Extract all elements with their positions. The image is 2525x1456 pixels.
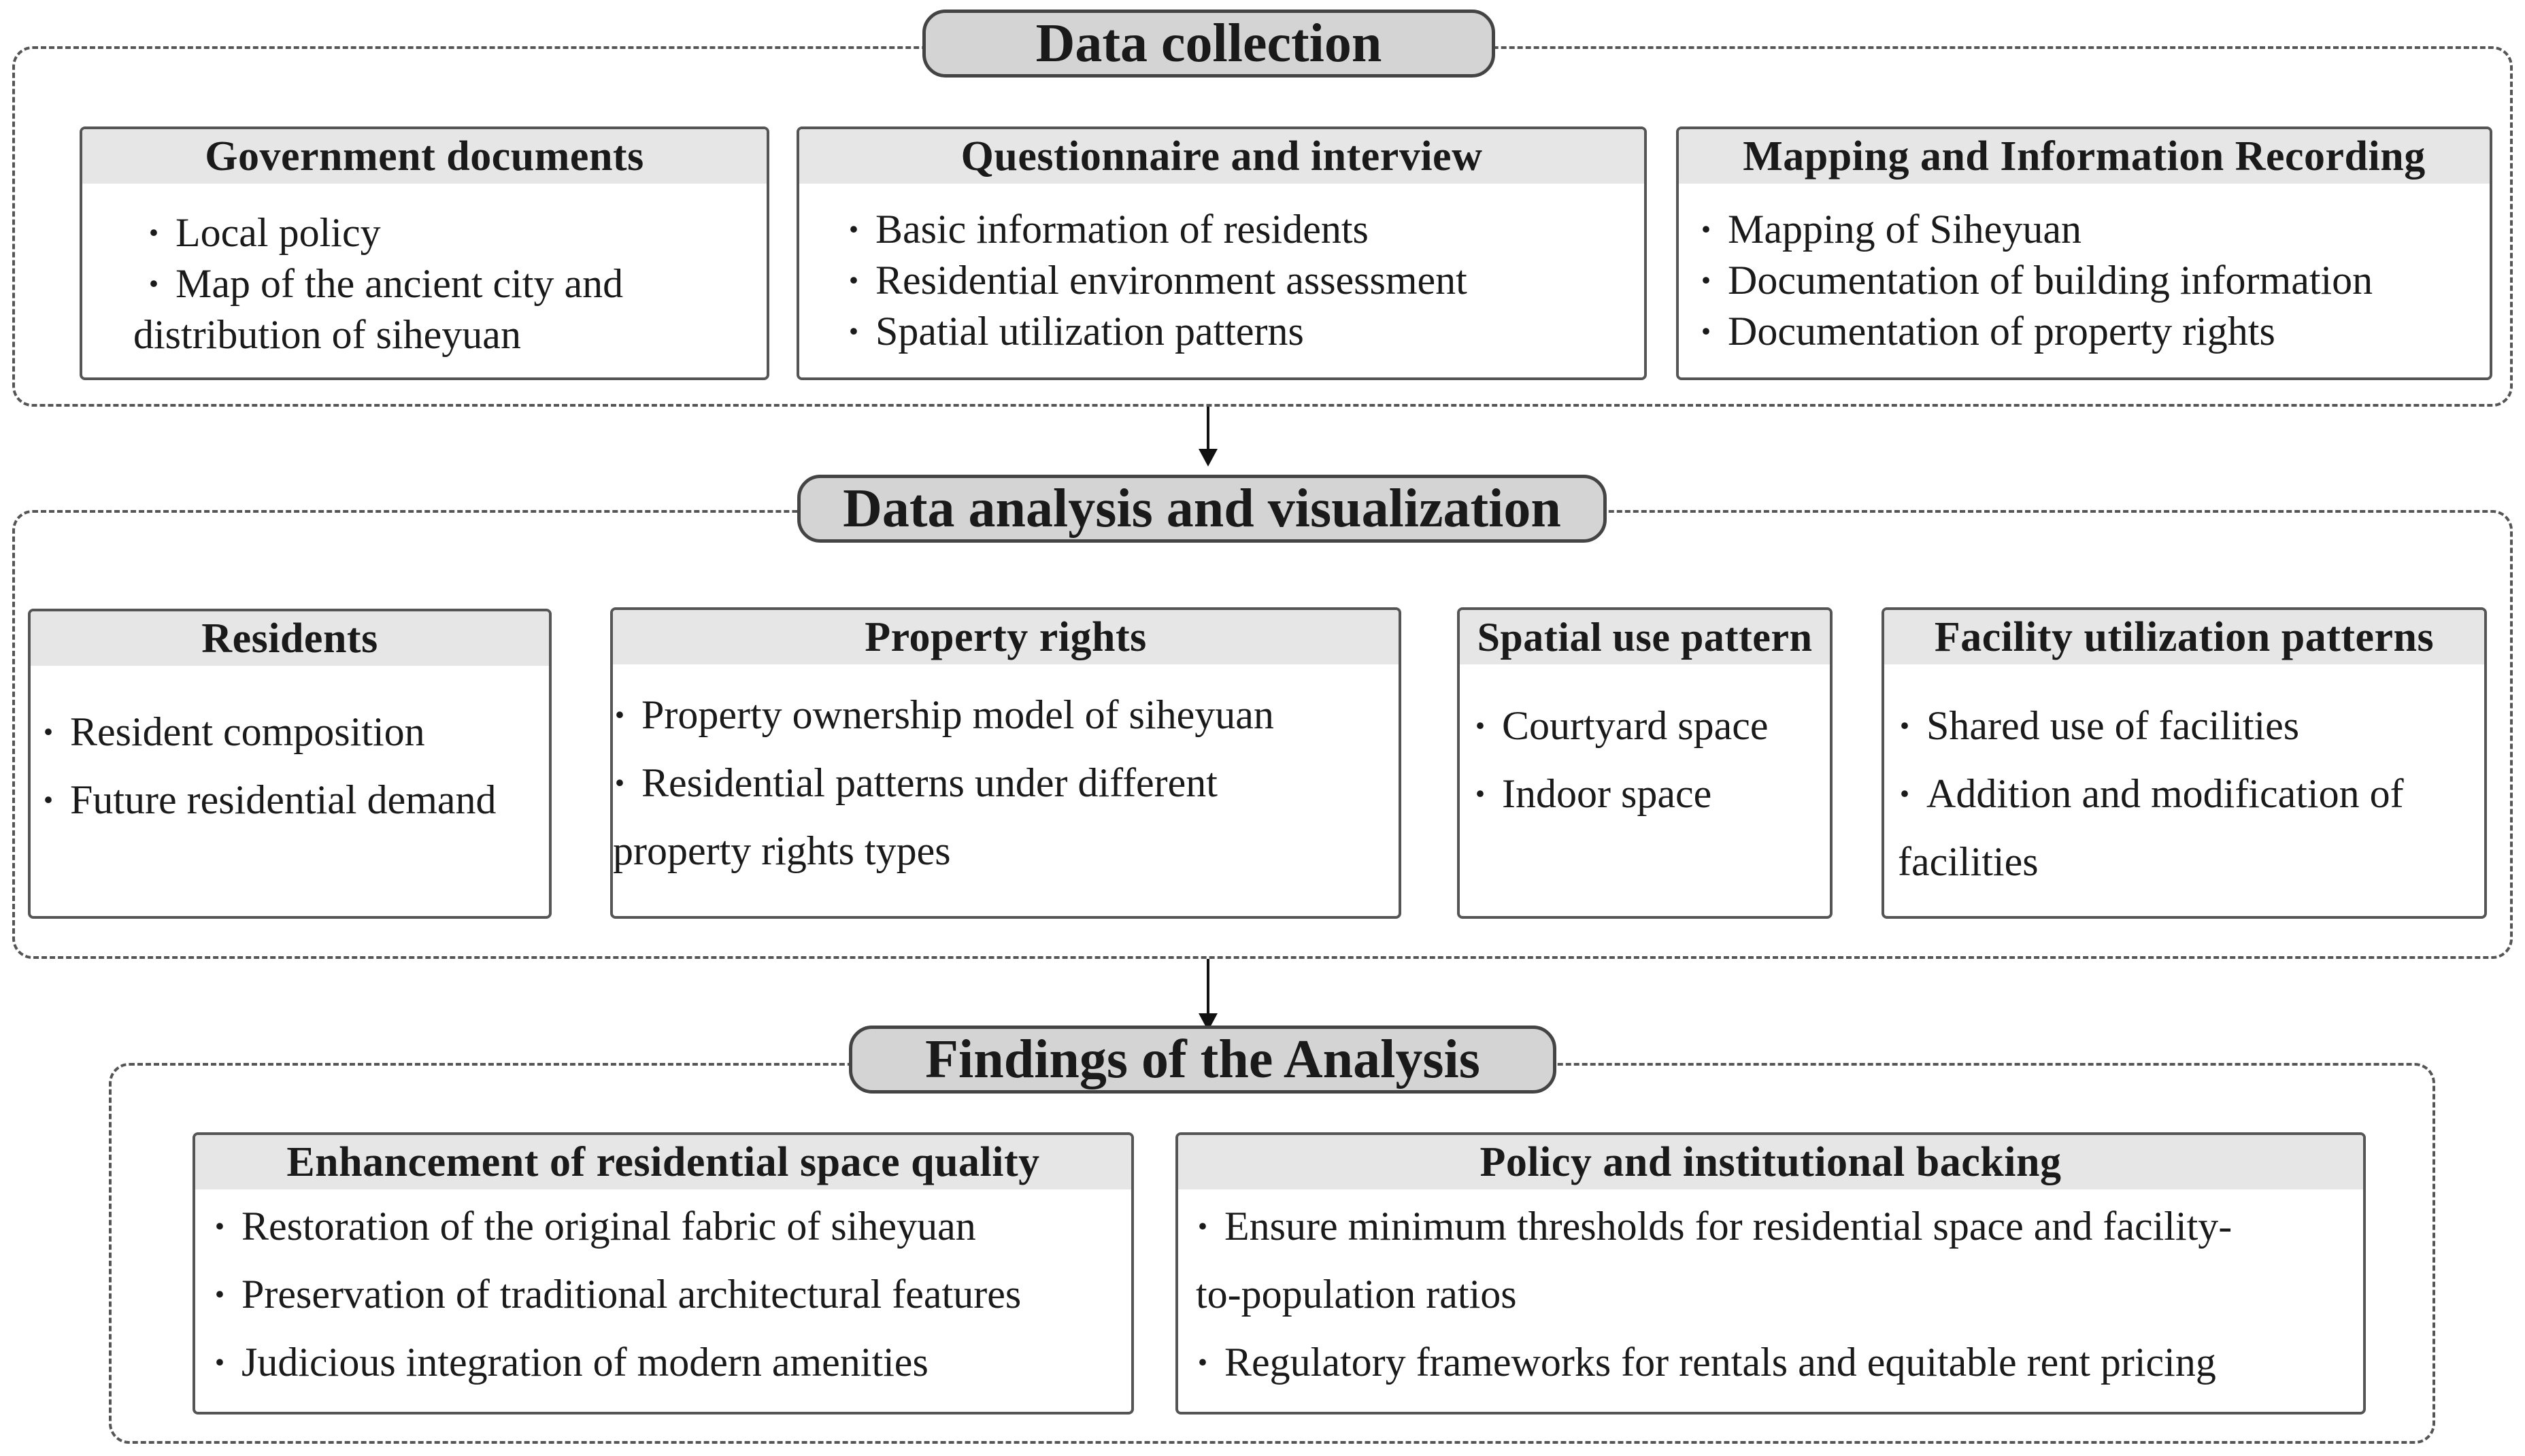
bullet-icon: · [1699, 207, 1713, 252]
list-item: ·Mapping of Siheyuan [1699, 207, 2081, 252]
list-item: ·Ensure minimum thresholds for residenti… [1196, 1204, 2233, 1317]
card-mapping-recording: Mapping and Information Recording ·Mappi… [1676, 126, 2492, 380]
card-heading: Enhancement of residential space quality [195, 1135, 1131, 1189]
bullet-icon: · [1898, 703, 1912, 748]
bullet-icon: · [1196, 1340, 1210, 1385]
bullet-icon: · [1473, 703, 1488, 748]
arrowhead-icon [1199, 449, 1218, 467]
bullet-icon: · [1699, 258, 1713, 303]
bullet-icon: · [1473, 771, 1488, 816]
list-item: ·Documentation of building information [1699, 258, 2373, 303]
bullet-icon: · [1196, 1204, 1210, 1249]
list-item: ·Basic information of residents [847, 207, 1369, 252]
card-enhancement-quality: Enhancement of residential space quality… [193, 1132, 1134, 1415]
bullet-icon: · [147, 210, 161, 255]
list-item: ·Property ownership model of siheyuan [613, 692, 1274, 737]
card-heading: Government documents [82, 129, 767, 184]
list-item: ·Indoor space [1473, 771, 1712, 816]
bullet-icon: · [847, 258, 861, 303]
findings-title: Findings of the Analysis [849, 1026, 1556, 1094]
bullet-icon: · [147, 261, 161, 306]
card-facility-utilization: Facility utilization patterns ·Shared us… [1882, 607, 2487, 919]
bullet-icon: · [213, 1340, 227, 1385]
bullet-icon: · [41, 777, 56, 822]
list-item: ·Judicious integration of modern ameniti… [213, 1340, 929, 1385]
list-item: ·Future residential demand [41, 777, 497, 822]
list-item: ·Documentation of property rights [1699, 309, 2275, 354]
card-questionnaire-interview: Questionnaire and interview ·Basic infor… [797, 126, 1647, 380]
flow-arrow-2 [1207, 959, 1209, 1016]
card-heading: Residents [31, 611, 549, 666]
bullet-icon: · [41, 709, 56, 754]
card-heading: Spatial use pattern [1460, 610, 1830, 664]
flow-arrow-1 [1207, 407, 1209, 452]
data-analysis-title: Data analysis and visualization [797, 475, 1607, 543]
card-heading: Mapping and Information Recording [1679, 129, 2490, 184]
list-item: ·Spatial utilization patterns [847, 309, 1304, 354]
card-policy-backing: Policy and institutional backing ·Ensure… [1175, 1132, 2366, 1415]
bullet-icon: · [213, 1272, 227, 1317]
list-item: ·Residential patterns under different pr… [613, 760, 1218, 873]
list-item: ·Shared use of facilities [1898, 703, 2300, 748]
bullet-icon: · [613, 760, 627, 805]
card-property-rights: Property rights ·Property ownership mode… [610, 607, 1401, 919]
card-spatial-use-pattern: Spatial use pattern ·Courtyard space ·In… [1457, 607, 1833, 919]
card-residents: Residents ·Resident composition ·Future … [28, 609, 552, 919]
card-heading: Policy and institutional backing [1178, 1135, 2363, 1189]
bullet-icon: · [613, 692, 627, 737]
list-item: ·Resident composition [41, 709, 425, 754]
list-item: ·Restoration of the original fabric of s… [213, 1204, 976, 1249]
list-item: ·Local policy [147, 210, 381, 255]
bullet-icon: · [1898, 771, 1912, 816]
list-item: ·Courtyard space [1473, 703, 1769, 748]
data-collection-title: Data collection [922, 10, 1495, 78]
list-item: ·Addition and modification of facilities [1898, 771, 2404, 884]
card-heading: Questionnaire and interview [799, 129, 1644, 184]
list-item: ·Regulatory frameworks for rentals and e… [1196, 1340, 2216, 1385]
card-government-documents: Government documents ·Local policy ·Map … [80, 126, 769, 380]
list-item: ·Residential environment assessment [847, 258, 1467, 303]
card-heading: Property rights [613, 610, 1399, 664]
bullet-icon: · [847, 309, 861, 354]
bullet-icon: · [1699, 309, 1713, 354]
bullet-icon: · [213, 1204, 227, 1249]
bullet-icon: · [847, 207, 861, 252]
list-item: ·Preservation of traditional architectur… [213, 1272, 1022, 1317]
list-item: ·Map of the ancient city and distributio… [133, 261, 624, 357]
card-heading: Facility utilization patterns [1884, 610, 2484, 664]
